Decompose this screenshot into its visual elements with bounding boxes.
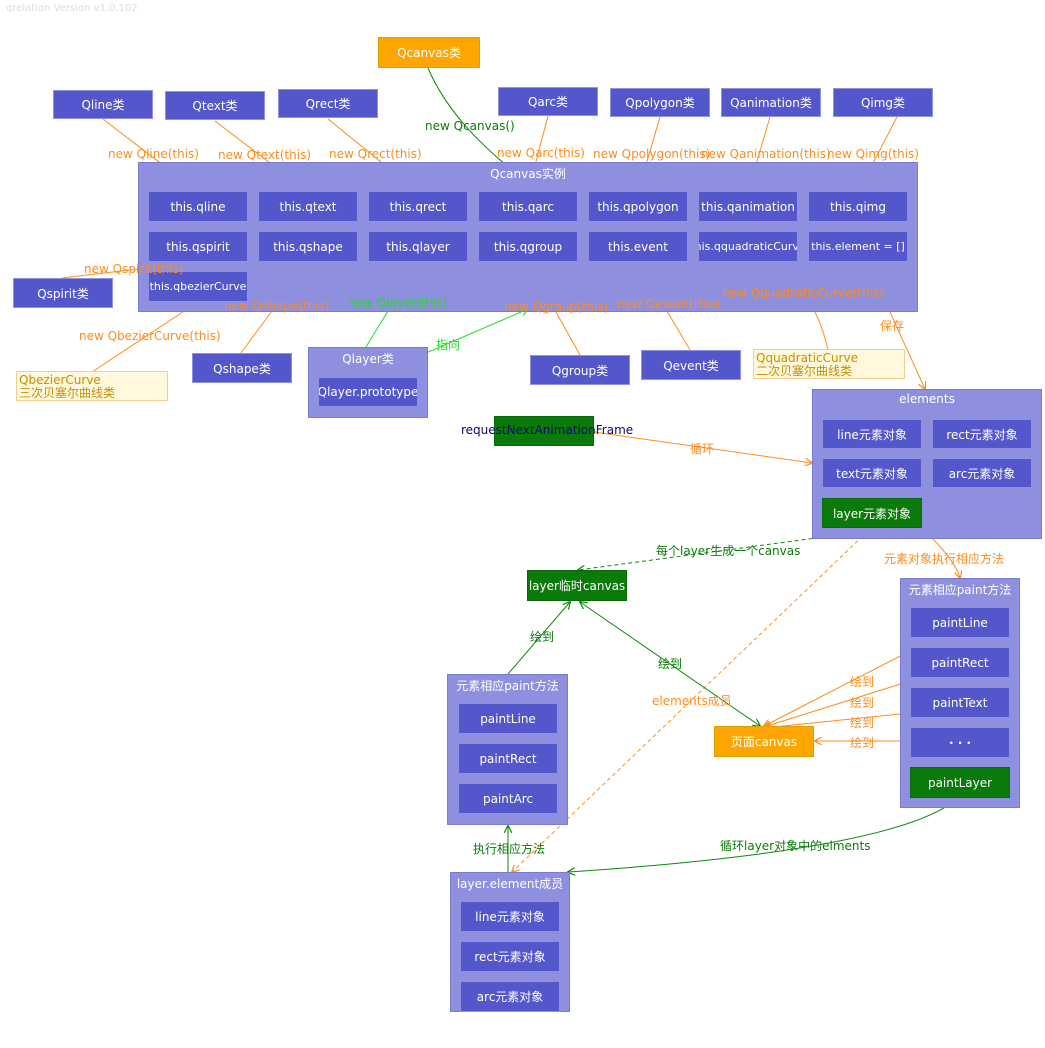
qrect-class-box[interactable]: Qrect类 [278, 89, 378, 118]
label-new-qevent: new Qevent(this) [617, 297, 721, 311]
paint-methods-right-title: 元素相应paint方法 [908, 583, 1012, 597]
elements-text[interactable]: text元素对象 [822, 458, 922, 488]
layer-element-line[interactable]: line元素对象 [460, 901, 560, 932]
paint-right-rect[interactable]: paintRect [910, 647, 1010, 678]
prop-qanimation[interactable]: this.qanimation [698, 191, 798, 222]
label-loop-layer-elements: 循环layer对象中的elments [720, 839, 871, 853]
note-bezier-desc: 三次贝塞尔曲线类 [19, 386, 116, 400]
qtext-class-box[interactable]: Qtext类 [165, 91, 265, 120]
edge-draw-b [764, 680, 911, 727]
qpolygon-class-box[interactable]: Qpolygon类 [610, 88, 710, 117]
label-new-qquadratic: new QquadraticCurve(this) [722, 286, 884, 300]
qevent-class-box[interactable]: Qevent类 [641, 350, 741, 380]
qarc-class-box[interactable]: Qarc类 [498, 87, 598, 116]
prop-element[interactable]: this.element = [] [808, 231, 908, 262]
qcanvas-class-box[interactable]: Qcanvas类 [378, 37, 480, 68]
qline-class-box[interactable]: Qline类 [53, 90, 153, 119]
label-new-qarc: new Qarc(this) [497, 146, 585, 160]
paint-right-line[interactable]: paintLine [910, 607, 1010, 638]
note-quadratic: QquadraticCurve 二次贝塞尔曲线类 [753, 349, 905, 379]
elements-layer[interactable]: layer元素对象 [822, 498, 922, 528]
prop-qlayer[interactable]: this.qlayer [368, 231, 468, 262]
layer-element-arc[interactable]: arc元素对象 [460, 981, 560, 1012]
label-draw-c: 绘到 [850, 716, 875, 730]
label-new-qrect: new Qrect(this) [329, 147, 422, 161]
label-new-qbezier: new QbezierCurve(this) [79, 329, 221, 343]
version-label: qrelation Version v1.0.102 [6, 3, 138, 14]
label-elements-member: elements成员 [652, 694, 732, 708]
prop-qgroup[interactable]: this.qgroup [478, 231, 578, 262]
note-quadratic-desc: 二次贝塞尔曲线类 [756, 364, 853, 378]
label-exec-corresponding: 执行相应方法 [473, 842, 546, 856]
layer-element-rect[interactable]: rect元素对象 [460, 941, 560, 972]
label-new-qpolygon: new Qpolygon(this) [593, 147, 711, 161]
paint-left-arc[interactable]: paintArc [458, 783, 558, 814]
paint-methods-left-title: 元素相应paint方法 [456, 679, 559, 693]
prop-qbeziercurve[interactable]: this.qbezierCurve [148, 271, 248, 302]
prop-event[interactable]: this.event [588, 231, 688, 262]
note-bezier-title: QbezierCurve [19, 373, 101, 387]
paint-right-layer[interactable]: paintLayer [910, 767, 1010, 798]
qgroup-class-box[interactable]: Qgroup类 [530, 355, 630, 385]
prop-qquadraticcurve[interactable]: this.qquadraticCurve [698, 231, 798, 262]
edge-loop-layer-elements [568, 797, 959, 872]
label-loop: 循环 [690, 442, 715, 456]
paint-right-text[interactable]: paintText [910, 687, 1010, 718]
prop-qtext[interactable]: this.qtext [258, 191, 358, 222]
label-new-qshape: new Qshape(this) [224, 299, 330, 313]
label-new-qgroup: new Qgroup(this) [504, 300, 609, 314]
label-each-layer: 每个layer生成一个canvas [656, 544, 801, 558]
qlayer-class-title: Qlayer类 [342, 352, 394, 366]
elements-rect[interactable]: rect元素对象 [932, 419, 1032, 449]
prop-qarc[interactable]: this.qarc [478, 191, 578, 222]
label-new-qcanvas: new Qcanvas() [425, 119, 515, 133]
elements-line[interactable]: line元素对象 [822, 419, 922, 449]
layer-temp-canvas-box[interactable]: layer临时canvas [527, 570, 627, 601]
qshape-class-box[interactable]: Qshape类 [192, 353, 292, 383]
raf-box[interactable] [494, 416, 594, 446]
elements-title: elements [899, 392, 955, 406]
label-point-to: 指向 [436, 338, 461, 352]
label-new-qanimation: new Qanimation(this) [701, 147, 831, 161]
prop-qline[interactable]: this.qline [148, 191, 248, 222]
prop-qspirit[interactable]: this.qspirit [148, 231, 248, 262]
prop-qshape[interactable]: this.qshape [258, 231, 358, 262]
prop-qimg[interactable]: this.qimg [808, 191, 908, 222]
qimg-class-box[interactable]: Qimg类 [833, 88, 933, 117]
label-new-qspirit: new Qspirit(this) [84, 262, 184, 276]
page-canvas-box[interactable]: 页面canvas [714, 726, 814, 757]
label-draw-b: 绘到 [850, 696, 875, 710]
note-bezier: QbezierCurve 三次贝塞尔曲线类 [16, 371, 168, 401]
note-quadratic-title: QquadraticCurve [756, 351, 858, 365]
label-new-qtext: new Qtext(this) [218, 148, 312, 162]
layer-element-title: layer.element成员 [456, 877, 564, 891]
elements-arc[interactable]: arc元素对象 [932, 458, 1032, 488]
label-save: 保存 [880, 319, 905, 333]
qanimation-class-box[interactable]: Qanimation类 [721, 88, 821, 117]
raf-label: requestNextAnimationFrame [461, 423, 634, 437]
label-new-qline: new Qline(this) [108, 147, 199, 161]
label-draw-d: 绘到 [850, 736, 875, 750]
label-new-qlayer: new Qlayer(this) [348, 296, 448, 310]
paint-left-rect[interactable]: paintRect [458, 743, 558, 774]
edge-draw-a [764, 650, 911, 726]
label-draw-a: 绘到 [850, 675, 875, 689]
prop-qrect[interactable]: this.qrect [368, 191, 468, 222]
label-exec-method: 元素对象执行相应方法 [884, 552, 1005, 566]
paint-right-more[interactable]: · · · [910, 727, 1010, 758]
qcanvas-instance-title: Qcanvas实例 [490, 167, 566, 181]
qlayer-prototype-box[interactable]: Qlayer.prototype [318, 377, 418, 407]
label-new-qimg: new Qimg(this) [827, 147, 919, 161]
label-draw-2: 绘到 [658, 657, 683, 671]
paint-left-line[interactable]: paintLine [458, 703, 558, 734]
qspirit-class-box[interactable]: Qspirit类 [13, 278, 113, 308]
label-draw-1: 绘到 [530, 630, 555, 644]
prop-qpolygon[interactable]: this.qpolygon [588, 191, 688, 222]
